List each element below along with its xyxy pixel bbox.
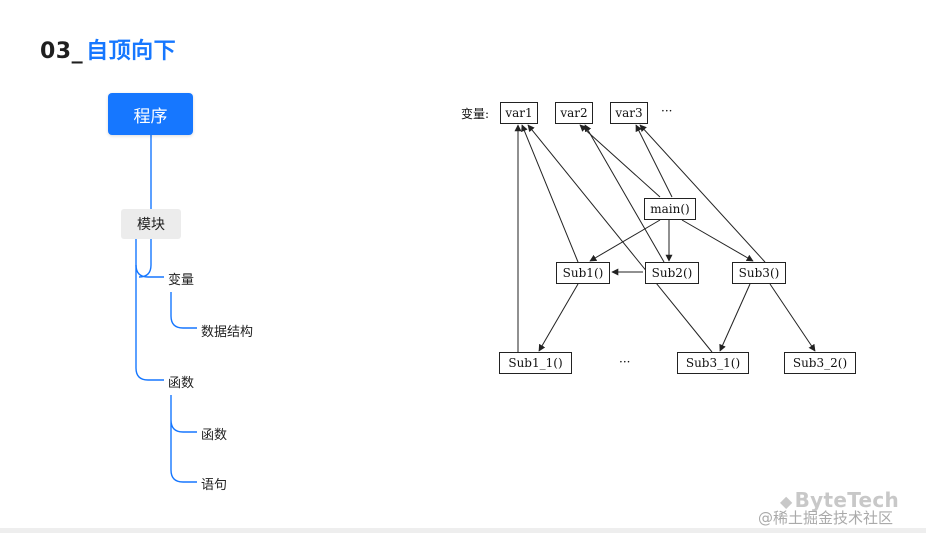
children-ellipsis: ··· <box>619 355 631 369</box>
variables-label: 变量: <box>461 107 490 121</box>
tree-function-node: 函数 <box>201 428 228 443</box>
connector-function-children <box>170 395 197 483</box>
tree-statement-node: 语句 <box>201 478 228 493</box>
arrow-main-var2 <box>579 124 661 198</box>
tree-root-node: 程序 <box>108 93 193 135</box>
box-var3: var3 <box>610 102 648 124</box>
tree-function-group-node: 函数 <box>168 376 195 391</box>
box-sub3: Sub3() <box>732 262 786 284</box>
page-title: 03_自顶向下 <box>40 33 176 65</box>
arrow-sub1-sub1_1 <box>538 283 579 352</box>
bytetech-logo: ◆ByteTech <box>780 488 899 512</box>
connector-variable-ds <box>170 292 197 329</box>
bottom-bar <box>0 528 926 533</box>
box-sub2: Sub2() <box>645 262 699 284</box>
vars-ellipsis: ··· <box>661 104 673 118</box>
box-main: main() <box>644 198 696 220</box>
box-sub3_1: Sub3_1() <box>677 352 749 374</box>
arrow-sub3-sub3_1 <box>719 283 751 352</box>
arrow-sub2-var2 <box>584 124 665 263</box>
connector-module-variable <box>138 239 152 278</box>
tree-module-node: 模块 <box>121 209 181 239</box>
title-text: 自顶向下 <box>86 39 177 64</box>
connector-module-variable-branch <box>135 264 164 278</box>
connector-module-branch <box>135 239 164 381</box>
box-sub1_1: Sub1_1() <box>499 352 572 374</box>
box-var2: var2 <box>555 102 593 124</box>
box-var1: var1 <box>500 102 538 124</box>
box-sub3_2: Sub3_2() <box>784 352 856 374</box>
arrow-main-var3 <box>635 124 673 198</box>
tree-variable-node: 变量 <box>168 273 195 288</box>
arrow-main-sub3 <box>681 219 754 262</box>
bytetech-logo-icon: ◆ <box>780 492 793 511</box>
title-number: 03_ <box>40 39 84 64</box>
credit-text: @稀土掘金技术社区 <box>758 509 894 527</box>
arrow-sub3-var3 <box>639 124 766 263</box>
box-sub1: Sub1() <box>556 262 610 284</box>
arrow-main-sub1 <box>589 219 661 262</box>
arrow-sub3_1-var1 <box>527 124 713 353</box>
brand-name: ByteTech <box>794 488 900 512</box>
arrow-sub3-sub3_2 <box>769 283 816 352</box>
arrow-sub1-var1 <box>521 124 579 263</box>
tree-data-structure-node: 数据结构 <box>201 325 254 340</box>
